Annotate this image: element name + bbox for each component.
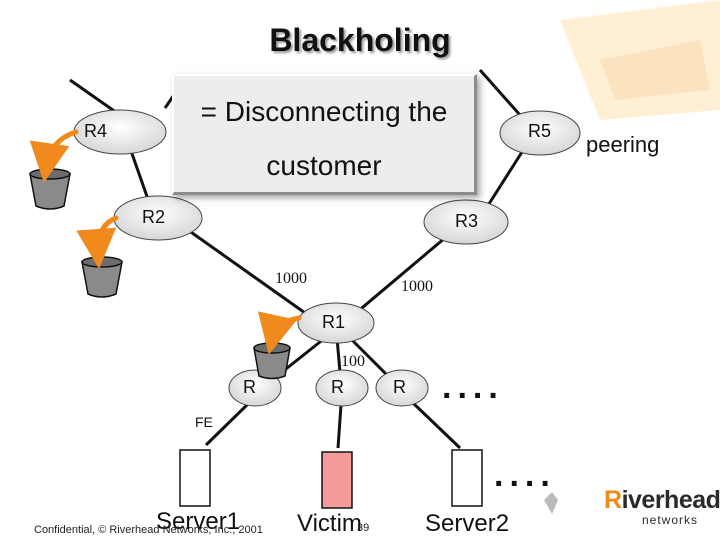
peering-label: peering <box>586 132 660 157</box>
router-r3 <box>423 199 509 245</box>
more-nodes-lower: .... <box>494 456 556 494</box>
router-label-r-left: R <box>243 377 256 397</box>
router-label-r3: R3 <box>455 211 479 231</box>
logo-subtext: networks <box>642 513 699 527</box>
slide-title: Blackholing <box>269 22 451 58</box>
confidential-footer: Confidential, © Riverhead Networks, Inc.… <box>34 524 263 536</box>
victim-label: Victim <box>297 510 362 537</box>
blackhole-arrows <box>29 129 302 355</box>
router-r-mid <box>315 369 369 407</box>
link-r3-r1 <box>349 230 453 320</box>
logo-initial: R <box>604 486 622 514</box>
more-nodes-upper: .... <box>442 368 504 406</box>
router-label-r5: R5 <box>528 121 552 141</box>
arrow-r2-bucket-icon <box>76 215 119 269</box>
decorative-grid-graphic <box>560 0 720 120</box>
server1-icon <box>179 449 211 507</box>
link-rleft-server1 <box>204 400 252 447</box>
bucket-icon <box>81 256 123 298</box>
logo-wordmark: Riverhead <box>604 486 720 515</box>
link-r1-rmid <box>335 337 342 373</box>
link-r1-rright <box>344 332 394 382</box>
router-label-r1: R1 <box>322 312 346 332</box>
callout-line2: customer <box>266 150 382 181</box>
server2-label: Server2 <box>425 510 510 537</box>
decorative-mark <box>544 492 558 514</box>
link-r4-r2 <box>128 147 152 206</box>
router-label-r-right: R <box>393 377 406 397</box>
callout-line1: = Disconnecting the <box>200 96 448 127</box>
router-label-r-mid: R <box>331 377 344 397</box>
server1-label: Server1 <box>156 508 241 535</box>
link-label-r3-r1: 1000 <box>401 278 433 295</box>
router-label-r4: R4 <box>84 121 108 141</box>
link-label-r2-r1: 1000 <box>275 270 307 287</box>
link-r4-up <box>69 78 121 117</box>
arrow-r1-bucket-icon <box>257 311 302 355</box>
link-r5-r3 <box>485 151 524 208</box>
router-label-r2: R2 <box>142 207 166 227</box>
arrow-r4-bucket-icon <box>29 129 79 183</box>
link-rright-server2 <box>410 400 462 450</box>
page-number: 39 <box>357 522 370 534</box>
logo-rest: iverhead <box>621 486 720 514</box>
bucket-icon <box>29 168 71 210</box>
bucket-icon <box>253 342 291 380</box>
router-r-right <box>375 369 429 407</box>
fe-label: FE <box>195 414 213 430</box>
link-label-r1-r: 100 <box>341 353 365 370</box>
riverhead-logo: Riverhead networks <box>584 486 720 530</box>
router-r1 <box>297 302 375 344</box>
callout-box: = Disconnecting the customer <box>172 74 477 195</box>
router-r5 <box>499 110 581 156</box>
routers <box>73 109 581 407</box>
server2-icon <box>451 449 483 507</box>
link-rmid-victim <box>336 404 343 449</box>
victim-server-icon <box>321 451 353 509</box>
link-r2-r1 <box>187 228 316 322</box>
link-r5-up <box>478 69 522 116</box>
